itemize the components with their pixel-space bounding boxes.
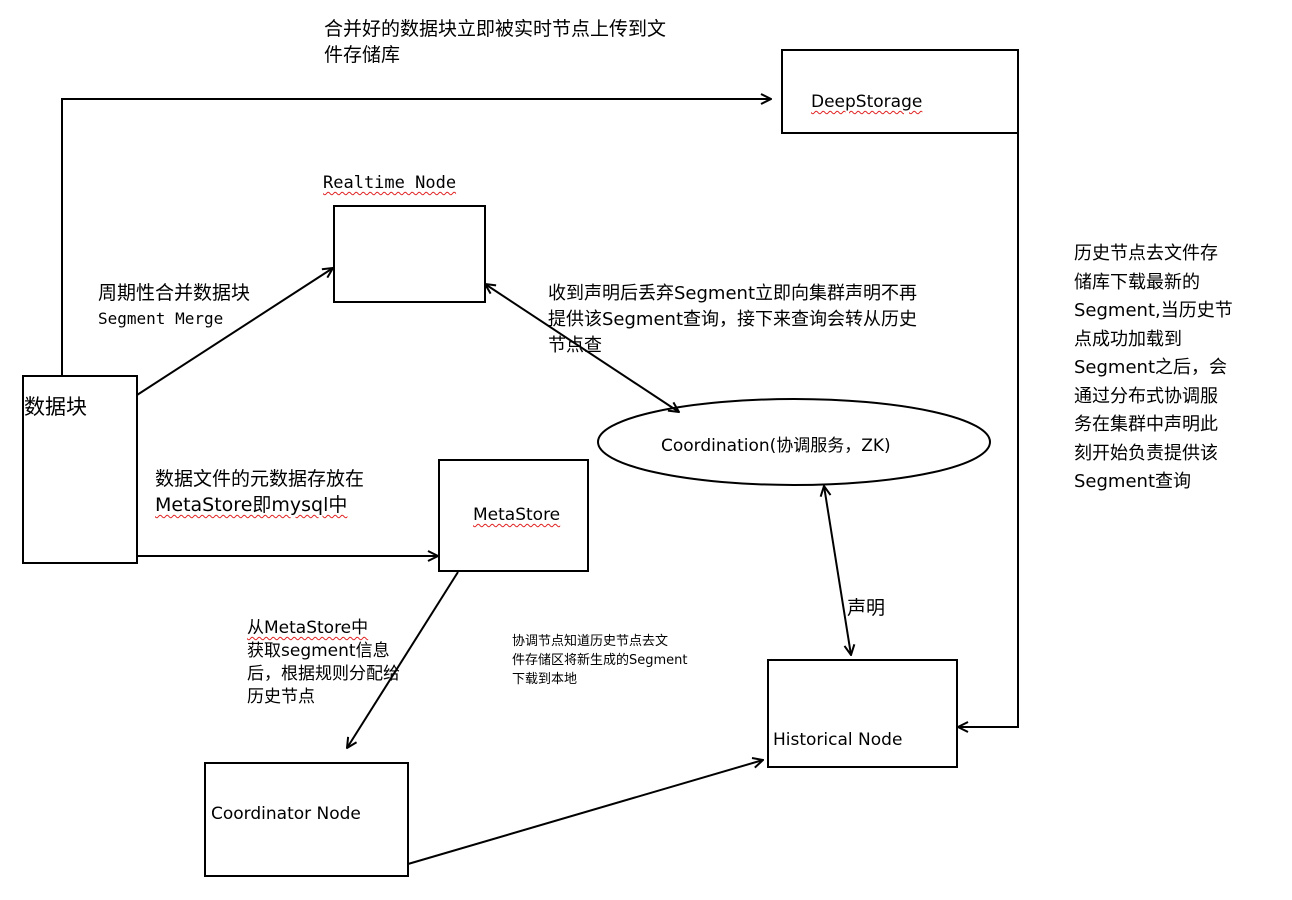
note-fetch: 从MetaStore中 获取segment信息 后，根据规则分配给 历史节点 [247, 617, 400, 709]
note-historical-side-line: 储库下载最新的 [1074, 271, 1200, 293]
historical-node-box [767, 659, 958, 768]
note-merge: 周期性合并数据块 Segment Merge [98, 280, 250, 332]
arrow-realtime-coordination [485, 284, 679, 412]
arrow-coordinator-to-historical [407, 760, 763, 865]
note-discard-line: 节点查 [548, 335, 602, 356]
note-merge-line: Segment Merge [98, 309, 224, 328]
arrow-deepstorage-to-historical [958, 92, 1019, 727]
note-fetch-line: 从MetaStore中 [247, 618, 369, 638]
arrow-merge-to-realtime [136, 268, 333, 396]
data-block-box [22, 375, 138, 564]
metastore-label: MetaStore [473, 505, 561, 525]
coordinator-node-label: Coordinator Node [211, 804, 361, 824]
coordination-ellipse [597, 398, 991, 486]
note-upload-line: 件存储库 [324, 44, 401, 66]
note-fetch-line: 历史节点 [247, 687, 315, 707]
note-historical-side-line: 刻开始负责提供该 [1074, 442, 1218, 464]
arrow-upload-to-deepstorage [61, 99, 771, 376]
realtime-node-label: Realtime Node [323, 173, 456, 193]
coordination-label: Coordination(协调服务，ZK) [661, 436, 891, 456]
note-historical-side-line: Segment查询 [1074, 471, 1191, 492]
note-historical-side-line: Segment之后，会 [1074, 357, 1227, 378]
note-coordinator-know-line: 协调节点知道历史节点去文 [512, 634, 669, 649]
note-discard-line: 收到声明后丢弃Segment立即向集群声明不再 [548, 283, 917, 304]
note-discard-line: 提供该Segment查询，接下来查询会转从历史 [548, 309, 917, 330]
note-historical-side: 历史节点去文件存 储库下载最新的 Segment,当历史节 点成功加载到 Seg… [1074, 240, 1233, 497]
note-historical-side-line: 点成功加载到 [1074, 328, 1182, 350]
metastore-box [438, 459, 589, 572]
coordinator-node-box [204, 762, 409, 877]
note-merge-line: 周期性合并数据块 [98, 282, 251, 304]
note-metadata: 数据文件的元数据存放在 MetaStore即mysql中 [155, 466, 364, 518]
arrow-metastore-to-coordinator [347, 571, 459, 748]
note-coordinator-know-line: 件存储区将新生成的Segment [512, 653, 688, 668]
note-coordinator-know: 协调节点知道历史节点去文 件存储区将新生成的Segment 下载到本地 [512, 632, 688, 689]
note-coordinator-know-line: 下载到本地 [512, 672, 578, 687]
note-historical-side-line: Segment,当历史节 [1074, 300, 1233, 321]
note-fetch-line: 获取segment信息 [247, 641, 390, 661]
note-historical-side-line: 务在集群中声明此 [1074, 414, 1218, 435]
note-metadata-line: MetaStore即mysql中 [155, 494, 348, 516]
note-upload-line: 合并好的数据块立即被实时节点上传到文 [324, 18, 667, 40]
historical-node-label: Historical Node [773, 730, 903, 750]
note-announce: 声明 [847, 597, 886, 619]
data-block-label: 数据块 [24, 395, 87, 419]
arrow-coordination-historical [824, 486, 851, 655]
realtime-node-box [333, 205, 486, 303]
note-historical-side-line: 历史节点去文件存 [1074, 243, 1218, 264]
note-discard: 收到声明后丢弃Segment立即向集群声明不再 提供该Segment查询，接下来… [548, 281, 917, 359]
note-fetch-line: 后，根据规则分配给 [247, 664, 400, 684]
note-metadata-line: 数据文件的元数据存放在 [155, 468, 365, 490]
realtime-node-text: Realtime Node [323, 173, 457, 193]
deep-storage-box [781, 49, 1019, 134]
note-historical-side-line: 通过分布式协调服 [1074, 385, 1218, 407]
deep-storage-label: DeepStorage [811, 92, 923, 112]
note-upload: 合并好的数据块立即被实时节点上传到文 件存储库 [324, 16, 666, 68]
